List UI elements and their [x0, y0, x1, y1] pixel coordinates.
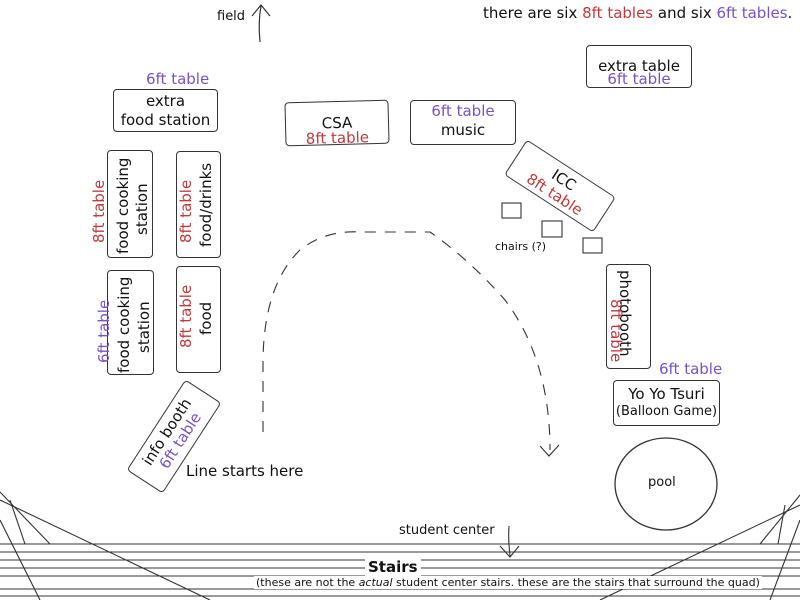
table-food-cooking-1: food cooking station: [107, 150, 153, 258]
table-csa: CSA 8ft table: [284, 99, 390, 148]
queue-arrowhead: [539, 444, 560, 457]
table-size: 8ft table: [607, 299, 625, 363]
table-size: 6ft table: [146, 70, 210, 88]
queue-dashed-path: [262, 231, 551, 451]
table-extra-food-station: extra food station: [113, 89, 218, 132]
field-arrow: [251, 4, 271, 43]
table-size: 8ft table: [177, 284, 195, 348]
student-center-arrow: [499, 525, 520, 558]
table-count-note: there are six 8ft tables and six 6ft tab…: [483, 4, 792, 22]
line-starts-label: Line starts here: [186, 462, 304, 480]
table-title: music: [440, 121, 486, 139]
table-food-drinks: food/drinks: [176, 151, 221, 258]
field-label: field: [217, 9, 246, 24]
table-title: station: [135, 301, 153, 353]
table-music: 6ft table music: [410, 100, 516, 145]
table-size: 6ft table: [607, 70, 671, 88]
table-size: 8ft table: [90, 179, 108, 243]
table-subtitle: (Balloon Game): [615, 404, 718, 419]
table-extra-top-right: extra table 6ft table: [586, 45, 692, 88]
table-title: food/drinks: [197, 162, 215, 247]
table-title: extra table: [598, 57, 680, 75]
pool-label: pool: [648, 475, 676, 490]
table-title: food: [197, 301, 215, 335]
table-title: food cooking: [115, 276, 133, 373]
table-size: 6ft table: [95, 299, 113, 363]
table-food: food: [176, 266, 221, 373]
note-text: and six: [653, 4, 717, 22]
chairs-label: chairs (?): [495, 240, 546, 253]
table-yoyo-tsuri: Yo Yo Tsuri (Balloon Game): [613, 380, 720, 426]
stairs-note-emphasis: actual: [358, 576, 393, 589]
note-text: .: [787, 4, 793, 22]
note-6ft: 6ft tables: [716, 4, 788, 22]
note-text: there are six: [483, 4, 583, 22]
chair: [582, 237, 603, 254]
stairs-note: (these are not the actual student center…: [254, 576, 762, 589]
table-size: 6ft table: [431, 102, 495, 120]
table-size: 8ft table: [177, 179, 195, 243]
stairs-note-text: student center stairs. these are the sta…: [392, 576, 760, 589]
student-center-label: student center: [399, 523, 495, 538]
chair: [501, 202, 522, 219]
stairs-note-text: (these are not the: [256, 576, 359, 589]
table-size: 8ft table: [305, 128, 370, 148]
stairs-label: Stairs: [365, 558, 421, 576]
table-title: food station: [120, 111, 211, 129]
note-8ft: 8ft tables: [582, 4, 654, 22]
table-title: station: [133, 183, 151, 235]
table-title: Yo Yo Tsuri: [628, 385, 705, 403]
table-title: food cooking: [114, 157, 132, 254]
table-food-cooking-2: food cooking station: [107, 270, 154, 375]
table-photobooth: photobooth: [606, 264, 651, 369]
table-title: extra: [145, 92, 186, 110]
chair: [541, 220, 563, 238]
pool-circle: [614, 437, 718, 531]
table-size: 6ft table: [659, 360, 723, 378]
